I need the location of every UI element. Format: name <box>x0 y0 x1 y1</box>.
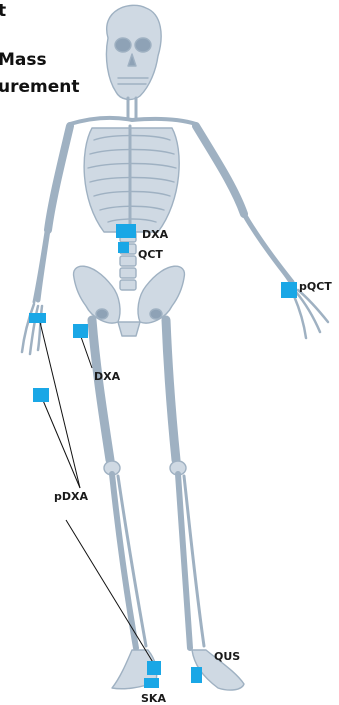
marker-wrist-pdxa <box>29 313 46 323</box>
ribcage <box>84 126 179 232</box>
label-dxa-spine: DXA <box>142 228 169 241</box>
marker-hip-dxa <box>73 324 88 338</box>
right-arm <box>196 126 328 338</box>
lumbar-spine <box>120 232 136 290</box>
marker-forearm-pqct <box>281 282 297 298</box>
marker-spine-dxa <box>116 224 136 238</box>
skull <box>106 5 161 99</box>
label-qus: QUS <box>214 650 240 663</box>
label-qct: QCT <box>138 248 163 261</box>
marker-spine-qct <box>118 242 129 253</box>
marker-heel-ska <box>144 678 159 688</box>
label-ska: SKA <box>141 692 166 705</box>
label-dxa-hip: DXA <box>94 370 121 383</box>
label-pqct: pQCT <box>299 280 332 293</box>
marker-hand-pdxa <box>33 388 49 402</box>
skeleton-figure <box>22 5 328 690</box>
label-pdxa: pDXA <box>54 490 88 503</box>
right-leg <box>166 320 244 690</box>
marker-heel-pdxa <box>147 661 161 675</box>
marker-heel-qus <box>191 667 202 683</box>
